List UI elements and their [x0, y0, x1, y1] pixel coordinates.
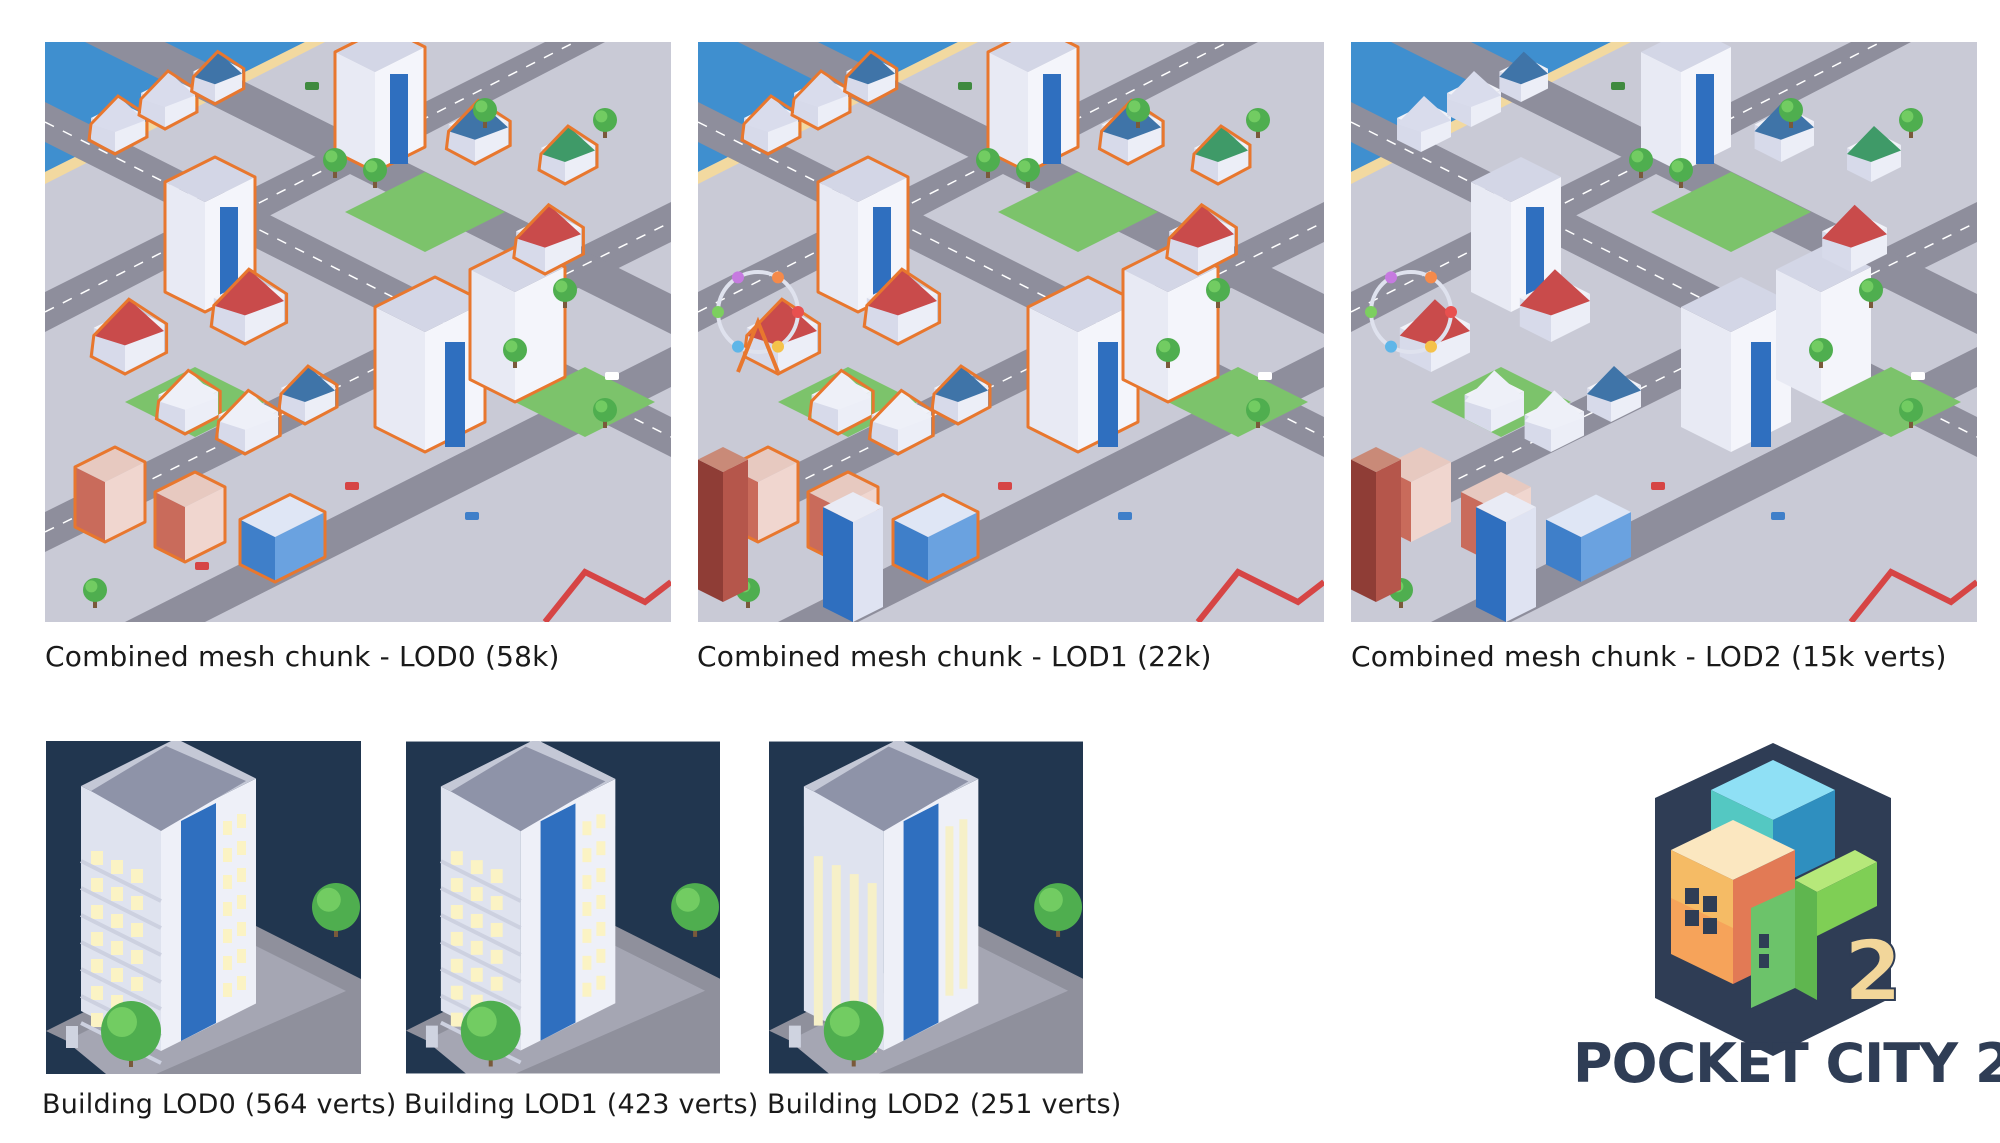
pocket-city-logo-icon: 2: [1655, 743, 1903, 1056]
city-scene: [1351, 42, 1977, 622]
logo-number: 2: [1844, 922, 1902, 1020]
building-lod1-render: [406, 741, 720, 1074]
building-lod2-image: [769, 741, 1083, 1074]
building-lod2-caption: Building LOD2 (251 verts): [767, 1089, 1122, 1120]
city-chunk-lod1-caption: Combined mesh chunk - LOD1 (22k): [697, 640, 1212, 673]
city-scene: [45, 42, 671, 622]
building-lod0-image: [46, 741, 361, 1074]
pocket-city-logo: 2: [1573, 738, 1973, 1098]
building-lod0-render: [46, 741, 361, 1074]
building-scene: [769, 741, 1083, 1074]
building-lod1-caption: Building LOD1 (423 verts): [404, 1089, 759, 1120]
city-chunk-lod0-scene: [45, 42, 671, 622]
city-chunk-lod0-image: [45, 42, 671, 622]
city-chunk-lod2-caption: Combined mesh chunk - LOD2 (15k verts): [1351, 640, 1947, 673]
city-scene: [698, 42, 1324, 622]
building-lod1-image: [406, 741, 720, 1074]
building-lod2-render: [769, 741, 1083, 1074]
city-chunk-lod0-caption: Combined mesh chunk - LOD0 (58k): [45, 640, 560, 673]
city-chunk-lod1-image: [698, 42, 1324, 622]
building-scene: [46, 741, 361, 1074]
city-chunk-lod1-scene: [698, 42, 1324, 622]
city-chunk-lod2-scene: [1351, 42, 1977, 622]
building-scene: [406, 741, 720, 1074]
logo-title: POCKET CITY 2: [1573, 1032, 2000, 1095]
city-chunk-lod2-image: [1351, 42, 1977, 622]
building-lod0-caption: Building LOD0 (564 verts): [42, 1089, 397, 1120]
